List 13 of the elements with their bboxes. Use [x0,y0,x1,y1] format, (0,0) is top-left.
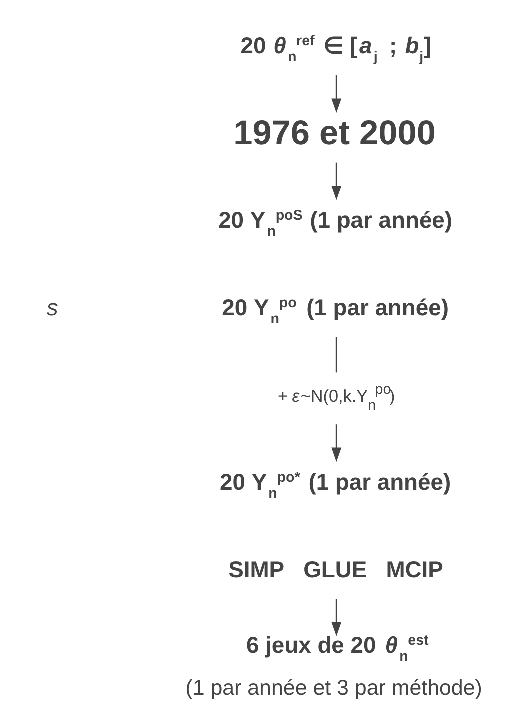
node-text: SIMP GLUE MCIP [228,556,443,582]
node-text: 20 θ$_{n}$$^{ref}$ ∈ [a$_{j}$ ; b$_{j}$] [240,32,432,66]
arrow [331,76,342,114]
node-text: 20 Y$_{n}$$^{po*}$ (1 par année) [220,469,451,502]
node-text: 20 Y$_{n}$$^{poS}$ (1 par année) [218,207,452,240]
arrow [331,162,342,200]
arrow [331,424,342,462]
node-text: 1976 et 2000 [233,114,436,152]
arrow [331,599,342,636]
node-text: + ε~N(0,k.Y$_{n}$$^{po}$) [277,382,395,414]
node-text: 20 Y$_{n}$$^{po}$ (1 par année) [222,294,448,328]
connector [335,337,337,373]
label: s [46,294,58,320]
